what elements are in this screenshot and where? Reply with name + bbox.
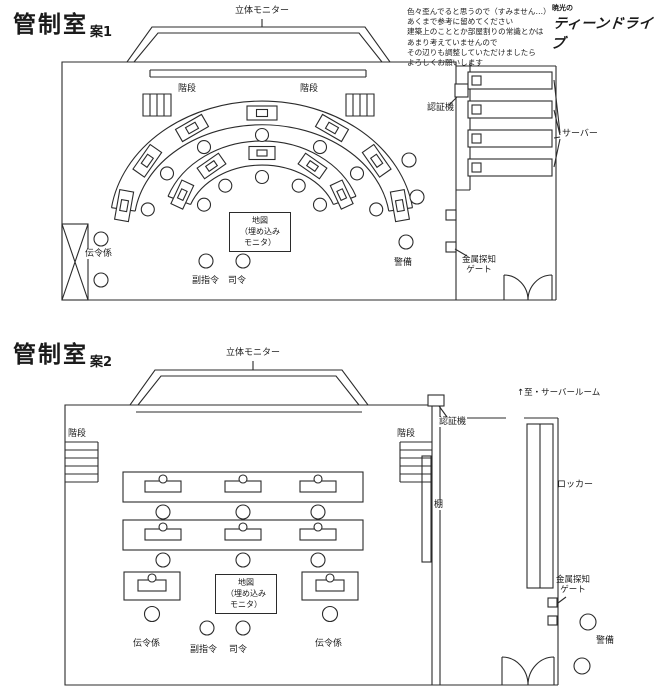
plan2-gate-label: 金属探知 ゲート: [545, 575, 601, 596]
note-line: 色々歪んでると思うので（すみません…）: [407, 7, 551, 16]
plan2-commander-label: 司令: [229, 645, 248, 655]
plan1-commander-label: 司令: [228, 276, 247, 286]
plan1-server-room: [456, 65, 561, 301]
plan2-locker-label: ロッカー: [557, 480, 594, 490]
plan2-room-outline: [64, 361, 433, 686]
author-note: 色々歪んでると思うので（すみません…） あくまで参考に留めてください 建築上のこ…: [407, 7, 551, 68]
plan1-auth-label: 認証機: [427, 103, 455, 113]
plan1-security-label: 警備: [394, 258, 413, 268]
plan2-to-server-room-label: ↑至・サーバールーム: [517, 388, 601, 398]
plan2-guards: [573, 613, 597, 675]
plan2-auth-label: 認証機: [438, 417, 468, 428]
plan2-messenger-right-label: 伝令係: [315, 639, 343, 649]
map-box-line: （埋め込み: [240, 226, 280, 236]
note-line: よろしくお願いします: [407, 57, 483, 67]
map-box-line: モニタ）: [230, 599, 262, 609]
plan1-gate-label: 金属探知 ゲート: [450, 255, 508, 276]
plan1-messenger-label: 伝令係: [84, 249, 114, 260]
plan1-map-monitor-box: 地図 （埋め込み モニタ）: [229, 212, 291, 253]
plan2-annex: [421, 394, 567, 686]
note-line: あまり考えていませんので: [407, 37, 498, 47]
plan1-left-closet: [61, 223, 89, 301]
plan2-security-label: 警備: [596, 636, 615, 646]
logo: 暁光の ティーンドライブ: [550, 3, 664, 53]
map-box-line: 地図: [238, 578, 254, 587]
plan1-deputy-commander-label: 副指令: [192, 276, 220, 286]
plan1-right-corridor: [445, 62, 471, 257]
plan2-double-door: [501, 656, 555, 686]
plan1-variant: 案1: [90, 25, 113, 40]
map-box-line: 地図: [252, 216, 268, 225]
gate-label-line: 金属探知: [461, 255, 496, 265]
plan1-room-outline: [61, 19, 457, 301]
plan1-title: 管制室: [13, 12, 88, 38]
plan2-map-monitor-box: 地図 （埋め込み モニタ）: [215, 574, 277, 615]
plan2-deputy-commander-label: 副指令: [190, 645, 218, 655]
plan1-double-door: [503, 274, 553, 301]
plan2-monitor-label: 立体モニター: [225, 348, 280, 358]
plan2-title: 管制室: [13, 342, 88, 368]
gate-label-line: ゲート: [560, 584, 586, 595]
plan2-messenger-left-label: 伝令係: [133, 639, 161, 649]
plan1-stairs-left-label: 階段: [178, 84, 197, 94]
note-line: その辺りも調整していただけましたら: [407, 47, 536, 57]
gate-label-line: 金属探知: [555, 575, 590, 585]
plan1-console-arcs: [110, 100, 414, 212]
plan2-shelf-label: 棚: [433, 500, 445, 511]
plan2-console-rows: [122, 471, 364, 636]
plan1-stairs-right-label: 階段: [300, 84, 319, 94]
plan1-desks: [113, 105, 411, 223]
logo-subtitle: 暁光の: [552, 4, 573, 12]
plan2-variant: 案2: [90, 355, 113, 370]
plan1-chairs: [93, 127, 425, 288]
note-line: あくまで参考に留めてください: [407, 17, 514, 27]
plan2-stairs-right-label: 階段: [397, 429, 416, 439]
map-box-line: モニタ）: [244, 237, 276, 247]
note-line: 建築上のこととか部屋割りの常識とかは: [407, 27, 544, 37]
plan2-stairs: [65, 441, 432, 483]
plan1-monitor-label: 立体モニター: [234, 6, 289, 16]
plan1-stairs: [142, 93, 375, 117]
logo-title: ティーンドライブ: [550, 16, 654, 52]
plan2-stairs-left-label: 階段: [68, 429, 87, 439]
plan1-server-label: サーバー: [562, 129, 598, 139]
gate-label-line: ゲート: [466, 264, 492, 275]
map-box-line: （埋め込み: [226, 588, 266, 598]
